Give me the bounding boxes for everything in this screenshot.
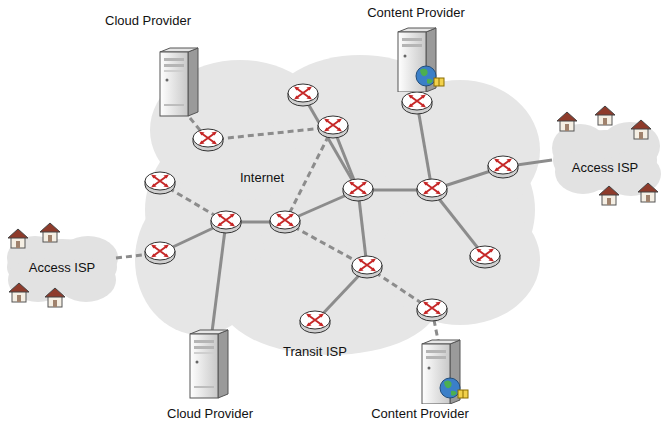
router-icon <box>270 211 300 233</box>
router-icon <box>352 256 382 278</box>
network-label: Transit ISP <box>283 344 347 360</box>
router-icon <box>343 179 373 201</box>
router-icon <box>211 211 241 233</box>
provider-name: Content Provider <box>367 5 465 21</box>
provider-name: Cloud Provider <box>105 13 191 29</box>
router-icon <box>417 299 447 321</box>
text-holder: Content Provider <box>368 405 472 423</box>
router-icon <box>145 242 175 264</box>
router-icon <box>402 92 432 114</box>
provider-label: Content Provider <box>368 405 472 423</box>
cloud-region: Internet <box>135 55 545 370</box>
text-holder: Cloud Provider <box>164 405 256 423</box>
cloud-server-icon <box>160 48 198 116</box>
router-icon <box>470 246 500 268</box>
text-holder: Access ISP <box>569 159 641 177</box>
content-server-icon <box>398 28 444 92</box>
router-icon <box>417 179 447 201</box>
cloud-region: Access ISP <box>545 110 668 205</box>
cloud-shape <box>135 55 545 370</box>
region-label: Access ISP <box>572 160 638 176</box>
region-label: Internet <box>240 170 284 186</box>
router-icon <box>145 172 175 194</box>
house-icon <box>8 229 28 248</box>
content-server-icon <box>422 340 468 404</box>
router-icon <box>300 311 330 333</box>
text-holder: Cloud Provider <box>102 12 194 30</box>
region-label: Access ISP <box>29 260 95 276</box>
house-icon <box>595 106 615 125</box>
provider-label: Cloud Provider <box>164 405 256 423</box>
provider-label: Cloud Provider <box>102 12 194 30</box>
cloud-server-icon <box>190 330 228 398</box>
router-icon <box>193 129 223 151</box>
house-icon <box>557 112 577 131</box>
text-holder: Internet <box>237 169 287 187</box>
router-icon <box>488 156 518 178</box>
text-holder: Access ISP <box>26 259 98 277</box>
provider-name: Cloud Provider <box>167 406 253 422</box>
label-holder: Transit ISP <box>280 343 350 361</box>
cloud-region: Access ISP <box>0 225 125 310</box>
router-icon <box>318 116 348 138</box>
provider-name: Content Provider <box>371 406 469 422</box>
router-icon <box>288 84 318 106</box>
cloud-lobe <box>380 195 540 325</box>
text-holder: Content Provider <box>364 4 468 22</box>
provider-label: Content Provider <box>364 4 468 22</box>
cloud-shape <box>545 110 668 205</box>
house-icon <box>40 223 60 242</box>
